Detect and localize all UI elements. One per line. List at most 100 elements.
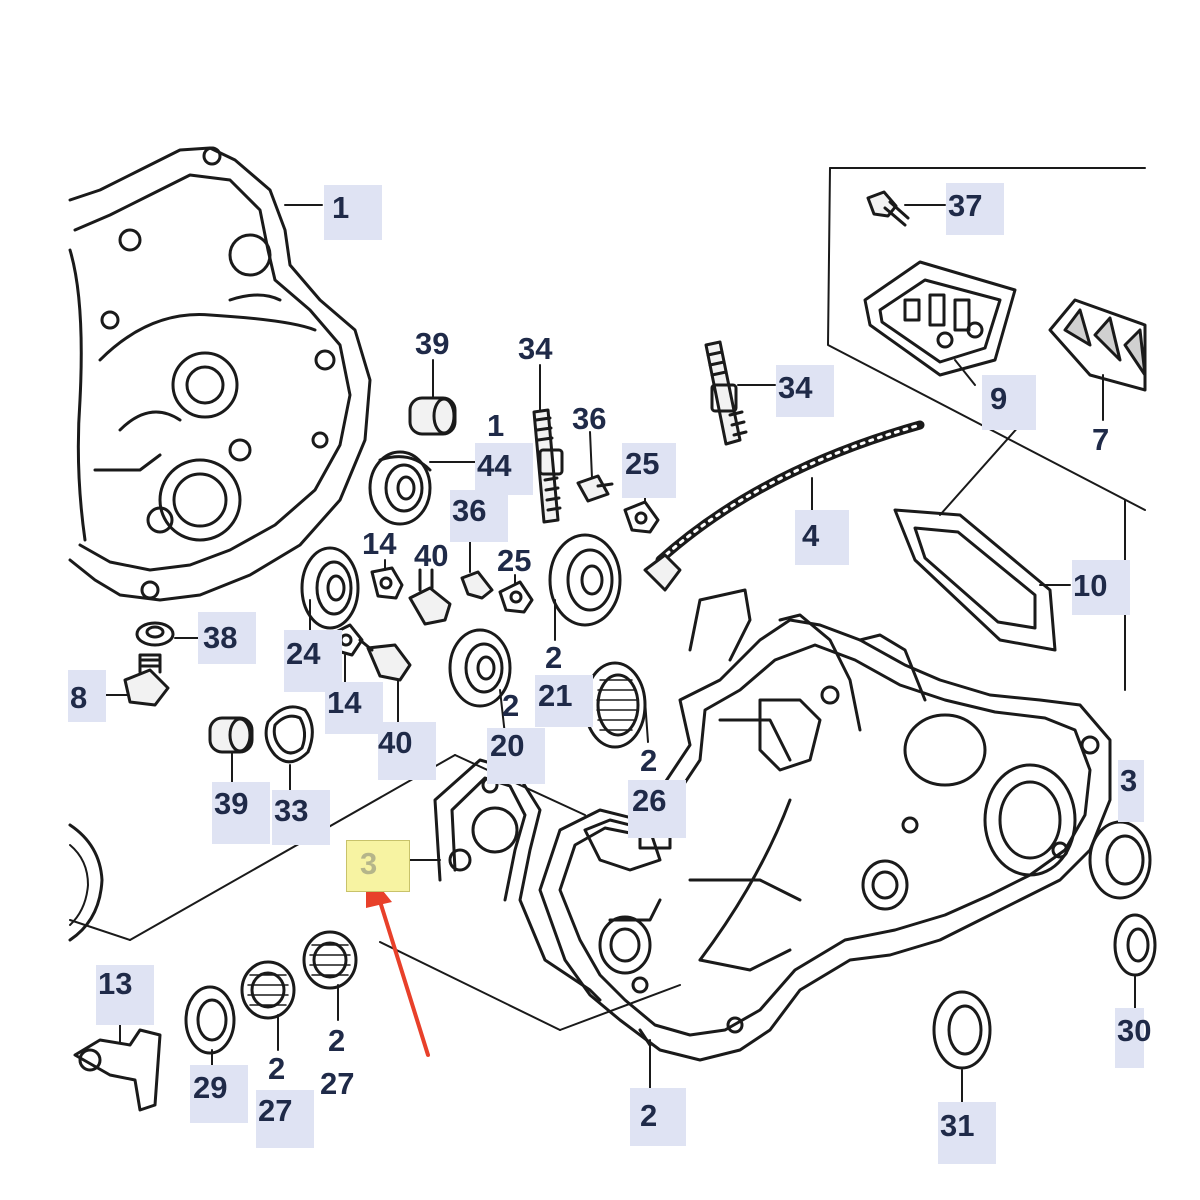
red-pointer-arrow	[366, 870, 430, 1057]
label-shade	[535, 675, 593, 727]
label-shade	[628, 780, 686, 838]
callout-36[interactable]: 36	[572, 401, 607, 436]
washer-38	[135, 621, 175, 647]
callout-26[interactable]: 26	[632, 783, 667, 818]
label-shade	[475, 443, 533, 495]
crankcase-gasket-3	[433, 758, 602, 1002]
guide-13	[73, 1028, 162, 1112]
needle-bearing-27-right	[302, 930, 358, 990]
label-shade	[487, 728, 545, 784]
bearing-20	[448, 628, 512, 708]
callout-1[interactable]: 1	[332, 190, 350, 225]
label-shade	[198, 612, 256, 664]
bolt-36-upper	[576, 474, 614, 503]
reed-gasket-10	[893, 508, 1057, 652]
callout-40[interactable]: 40	[414, 538, 449, 573]
oil-seal-29	[184, 985, 236, 1055]
label-shade	[212, 782, 270, 844]
needle-bearing-27-left	[240, 960, 296, 1020]
callout-2[interactable]: 2	[502, 688, 520, 723]
callout-20[interactable]: 20	[490, 728, 525, 763]
label-shade	[68, 670, 106, 722]
callout-25[interactable]: 25	[625, 446, 660, 481]
clip-14-upper	[370, 566, 404, 600]
callout-2[interactable]: 2	[268, 1051, 286, 1086]
reed-petals-7	[1048, 298, 1147, 392]
callout-25[interactable]: 25	[497, 543, 532, 578]
callout-14[interactable]: 14	[327, 685, 362, 720]
label-shade	[378, 722, 436, 780]
callout-24[interactable]: 24	[286, 636, 321, 671]
callout-44[interactable]: 44	[477, 448, 512, 483]
callout-8[interactable]: 8	[70, 680, 88, 715]
label-shade	[1118, 760, 1144, 822]
callout-3-highlighted[interactable]: 3	[360, 846, 378, 881]
oil-seal-right	[1088, 820, 1152, 900]
label-shade	[795, 510, 849, 565]
clip-25-lower	[498, 580, 534, 614]
callout-29[interactable]: 29	[193, 1070, 228, 1105]
label-shade	[256, 1090, 314, 1148]
callout-14[interactable]: 14	[362, 526, 397, 561]
bearing-24	[300, 546, 360, 630]
label-shade	[938, 1102, 996, 1164]
label-shade	[325, 682, 383, 734]
callout-4[interactable]: 4	[802, 518, 820, 553]
label-shade	[450, 490, 508, 542]
screw-37	[866, 190, 910, 227]
callout-34[interactable]: 34	[518, 331, 553, 366]
callout-36[interactable]: 36	[452, 493, 487, 528]
dowel-pin-upper	[408, 396, 457, 436]
callout-27[interactable]: 27	[258, 1093, 293, 1128]
stud-34-right	[704, 340, 748, 446]
callout-39[interactable]: 39	[415, 326, 450, 361]
label-shade	[622, 443, 676, 498]
callout-1[interactable]: 1	[487, 408, 505, 443]
callout-21[interactable]: 21	[538, 678, 573, 713]
label-shade	[1115, 1008, 1144, 1068]
label-shade	[982, 375, 1036, 430]
callout-33[interactable]: 33	[274, 793, 309, 828]
callout-9[interactable]: 9	[990, 381, 1008, 416]
callout-2[interactable]: 2	[640, 743, 658, 778]
o-ring-33	[264, 705, 314, 764]
callout-38[interactable]: 38	[203, 620, 238, 655]
label-shade	[776, 365, 834, 417]
bolt-36-lower	[460, 570, 494, 600]
callout-31[interactable]: 31	[940, 1108, 975, 1143]
label-shade	[630, 1088, 686, 1146]
callout-3-right-edge[interactable]: 3	[1120, 763, 1138, 798]
callout-37[interactable]: 37	[948, 188, 983, 223]
oil-seal-31	[932, 990, 992, 1070]
bearing-30	[1113, 913, 1157, 977]
partial-part-left-edge	[68, 823, 104, 942]
callout-2[interactable]: 2	[640, 1098, 658, 1133]
callout-39[interactable]: 39	[214, 786, 249, 821]
clip-25-upper	[623, 500, 660, 534]
label-shade	[324, 185, 382, 240]
callout-2[interactable]: 2	[328, 1023, 346, 1058]
label-shade	[190, 1065, 248, 1123]
bearing-upper-2	[548, 533, 622, 627]
label-shade	[272, 790, 330, 845]
label-shade	[284, 630, 342, 692]
callout-2[interactable]: 2	[545, 640, 563, 675]
dowel-pin-lower	[208, 716, 254, 754]
callout-27[interactable]: 27	[320, 1066, 355, 1101]
label-shade	[946, 183, 1004, 235]
label-shade	[1072, 560, 1130, 615]
left-crankcase-half	[68, 146, 372, 602]
callout-30[interactable]: 30	[1117, 1013, 1152, 1048]
stud-34-left	[532, 408, 564, 524]
highlight-box-part-3	[346, 840, 410, 892]
callout-10[interactable]: 10	[1073, 568, 1108, 603]
bolt-40-upper	[408, 568, 452, 626]
callout-13[interactable]: 13	[98, 966, 133, 1001]
callout-7[interactable]: 7	[1092, 422, 1110, 457]
bolt-40-lower	[358, 638, 412, 682]
callout-34[interactable]: 34	[778, 370, 813, 405]
callout-40[interactable]: 40	[378, 725, 413, 760]
right-crankcase-half	[538, 588, 1112, 1062]
